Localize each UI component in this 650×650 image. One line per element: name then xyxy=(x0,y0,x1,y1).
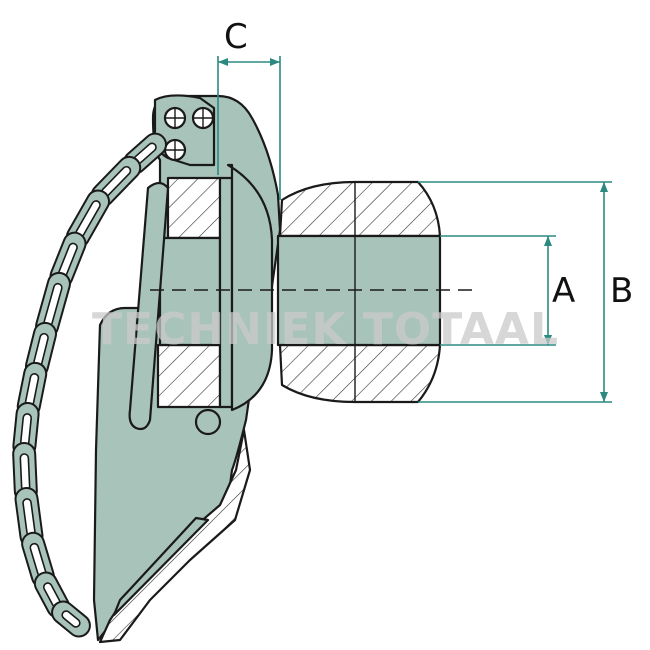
safety-chain xyxy=(12,132,168,638)
label-a: A xyxy=(552,271,575,311)
ball xyxy=(276,180,442,404)
watermark: TECHNIEK TOTAAL xyxy=(92,304,559,355)
screw-heads xyxy=(163,106,215,162)
dimension-lines xyxy=(217,56,612,403)
chain-link-opening xyxy=(19,453,31,492)
lower-jaw-section xyxy=(98,428,252,644)
locking-pin xyxy=(128,181,222,436)
label-b: B xyxy=(610,271,633,311)
label-c: C xyxy=(224,17,248,57)
chain-link-opening xyxy=(61,610,81,628)
socket-section xyxy=(156,163,274,412)
